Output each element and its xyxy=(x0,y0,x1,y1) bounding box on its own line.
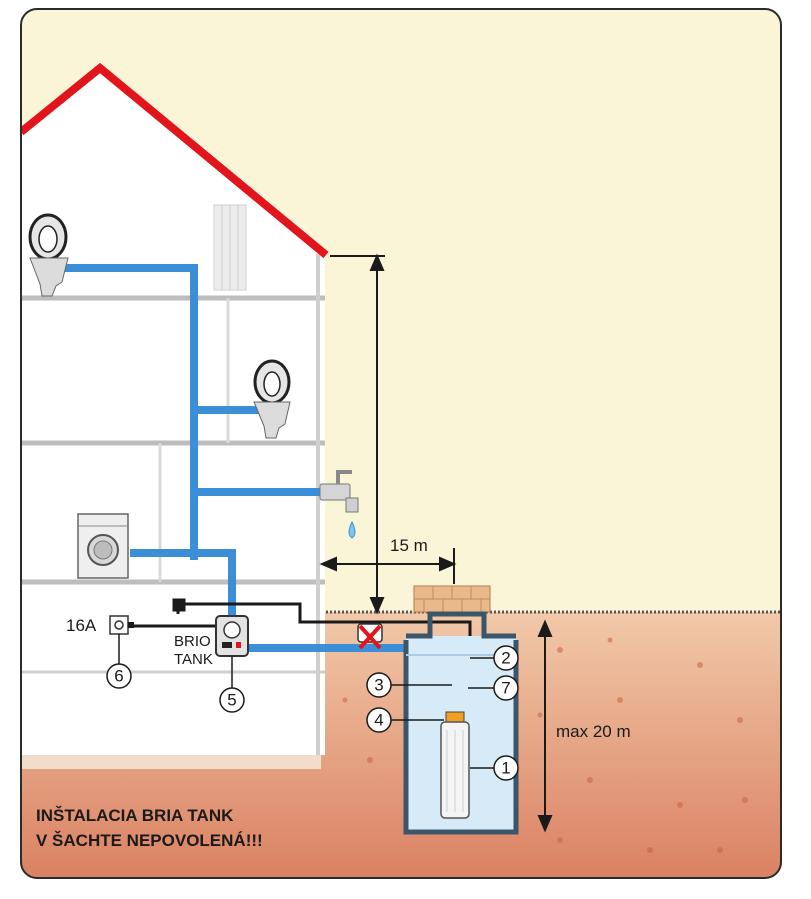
callout-7: 7 xyxy=(501,679,510,698)
toilet-icon xyxy=(253,359,291,439)
diagram-frame xyxy=(20,8,782,879)
washing-machine-icon xyxy=(77,513,129,579)
house xyxy=(21,62,329,769)
fuse-label: 16A xyxy=(66,616,97,635)
warning-line2: V ŠACHTE NEPOVOLENÁ!!! xyxy=(36,831,263,850)
callout-circles xyxy=(106,645,519,781)
submersible-pump-icon xyxy=(440,711,470,819)
brick-well-cover xyxy=(413,585,491,613)
water-drop-icon xyxy=(348,520,356,539)
device-label-line2: TANK xyxy=(174,651,213,668)
depth-label: max 20 m xyxy=(556,722,631,741)
callout-6: 6 xyxy=(114,667,123,686)
roof xyxy=(21,62,329,259)
callout-5: 5 xyxy=(227,691,236,710)
toilet-icon xyxy=(28,213,69,297)
crossed-out-icon xyxy=(357,623,383,650)
faucet-icon xyxy=(319,470,359,513)
callout-2: 2 xyxy=(501,649,510,668)
callout-3: 3 xyxy=(374,676,383,695)
dimension-lines xyxy=(319,253,553,833)
callout-1: 1 xyxy=(501,759,510,778)
warning-line1: INŠTALACIA BRIA TANK xyxy=(36,806,234,825)
distance-label: 15 m xyxy=(390,536,428,555)
brio-tank-icon xyxy=(215,615,249,657)
device-label-line1: BRIO xyxy=(174,633,211,650)
callout-4: 4 xyxy=(374,711,383,730)
soil-pebbles xyxy=(342,637,748,853)
